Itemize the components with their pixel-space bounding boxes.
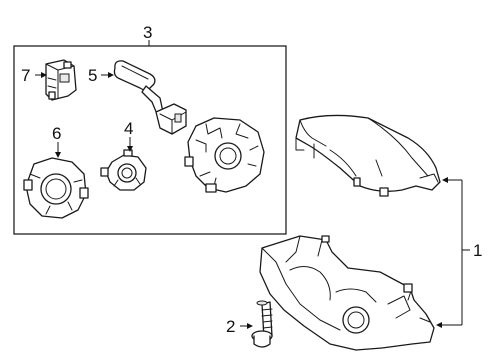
switch-lever-part	[113, 60, 187, 135]
callout-6-label: 6	[52, 124, 61, 143]
callout-5-label: 5	[88, 66, 97, 85]
assembly-box	[13, 45, 287, 235]
switch-housing-part	[184, 117, 265, 193]
control-module-part	[45, 59, 77, 101]
switch-sensor-part	[100, 149, 147, 191]
callout-3-label: 3	[143, 23, 152, 42]
upper-shroud-part	[295, 114, 441, 197]
clockspring-part	[23, 157, 89, 219]
callout-2-label: 2	[226, 317, 235, 336]
lower-shroud-part	[259, 235, 435, 351]
callout-4-label: 4	[124, 119, 133, 138]
screw-part	[251, 300, 273, 348]
callout-7-label: 7	[21, 66, 30, 85]
callout-1-label: 1	[473, 241, 482, 260]
